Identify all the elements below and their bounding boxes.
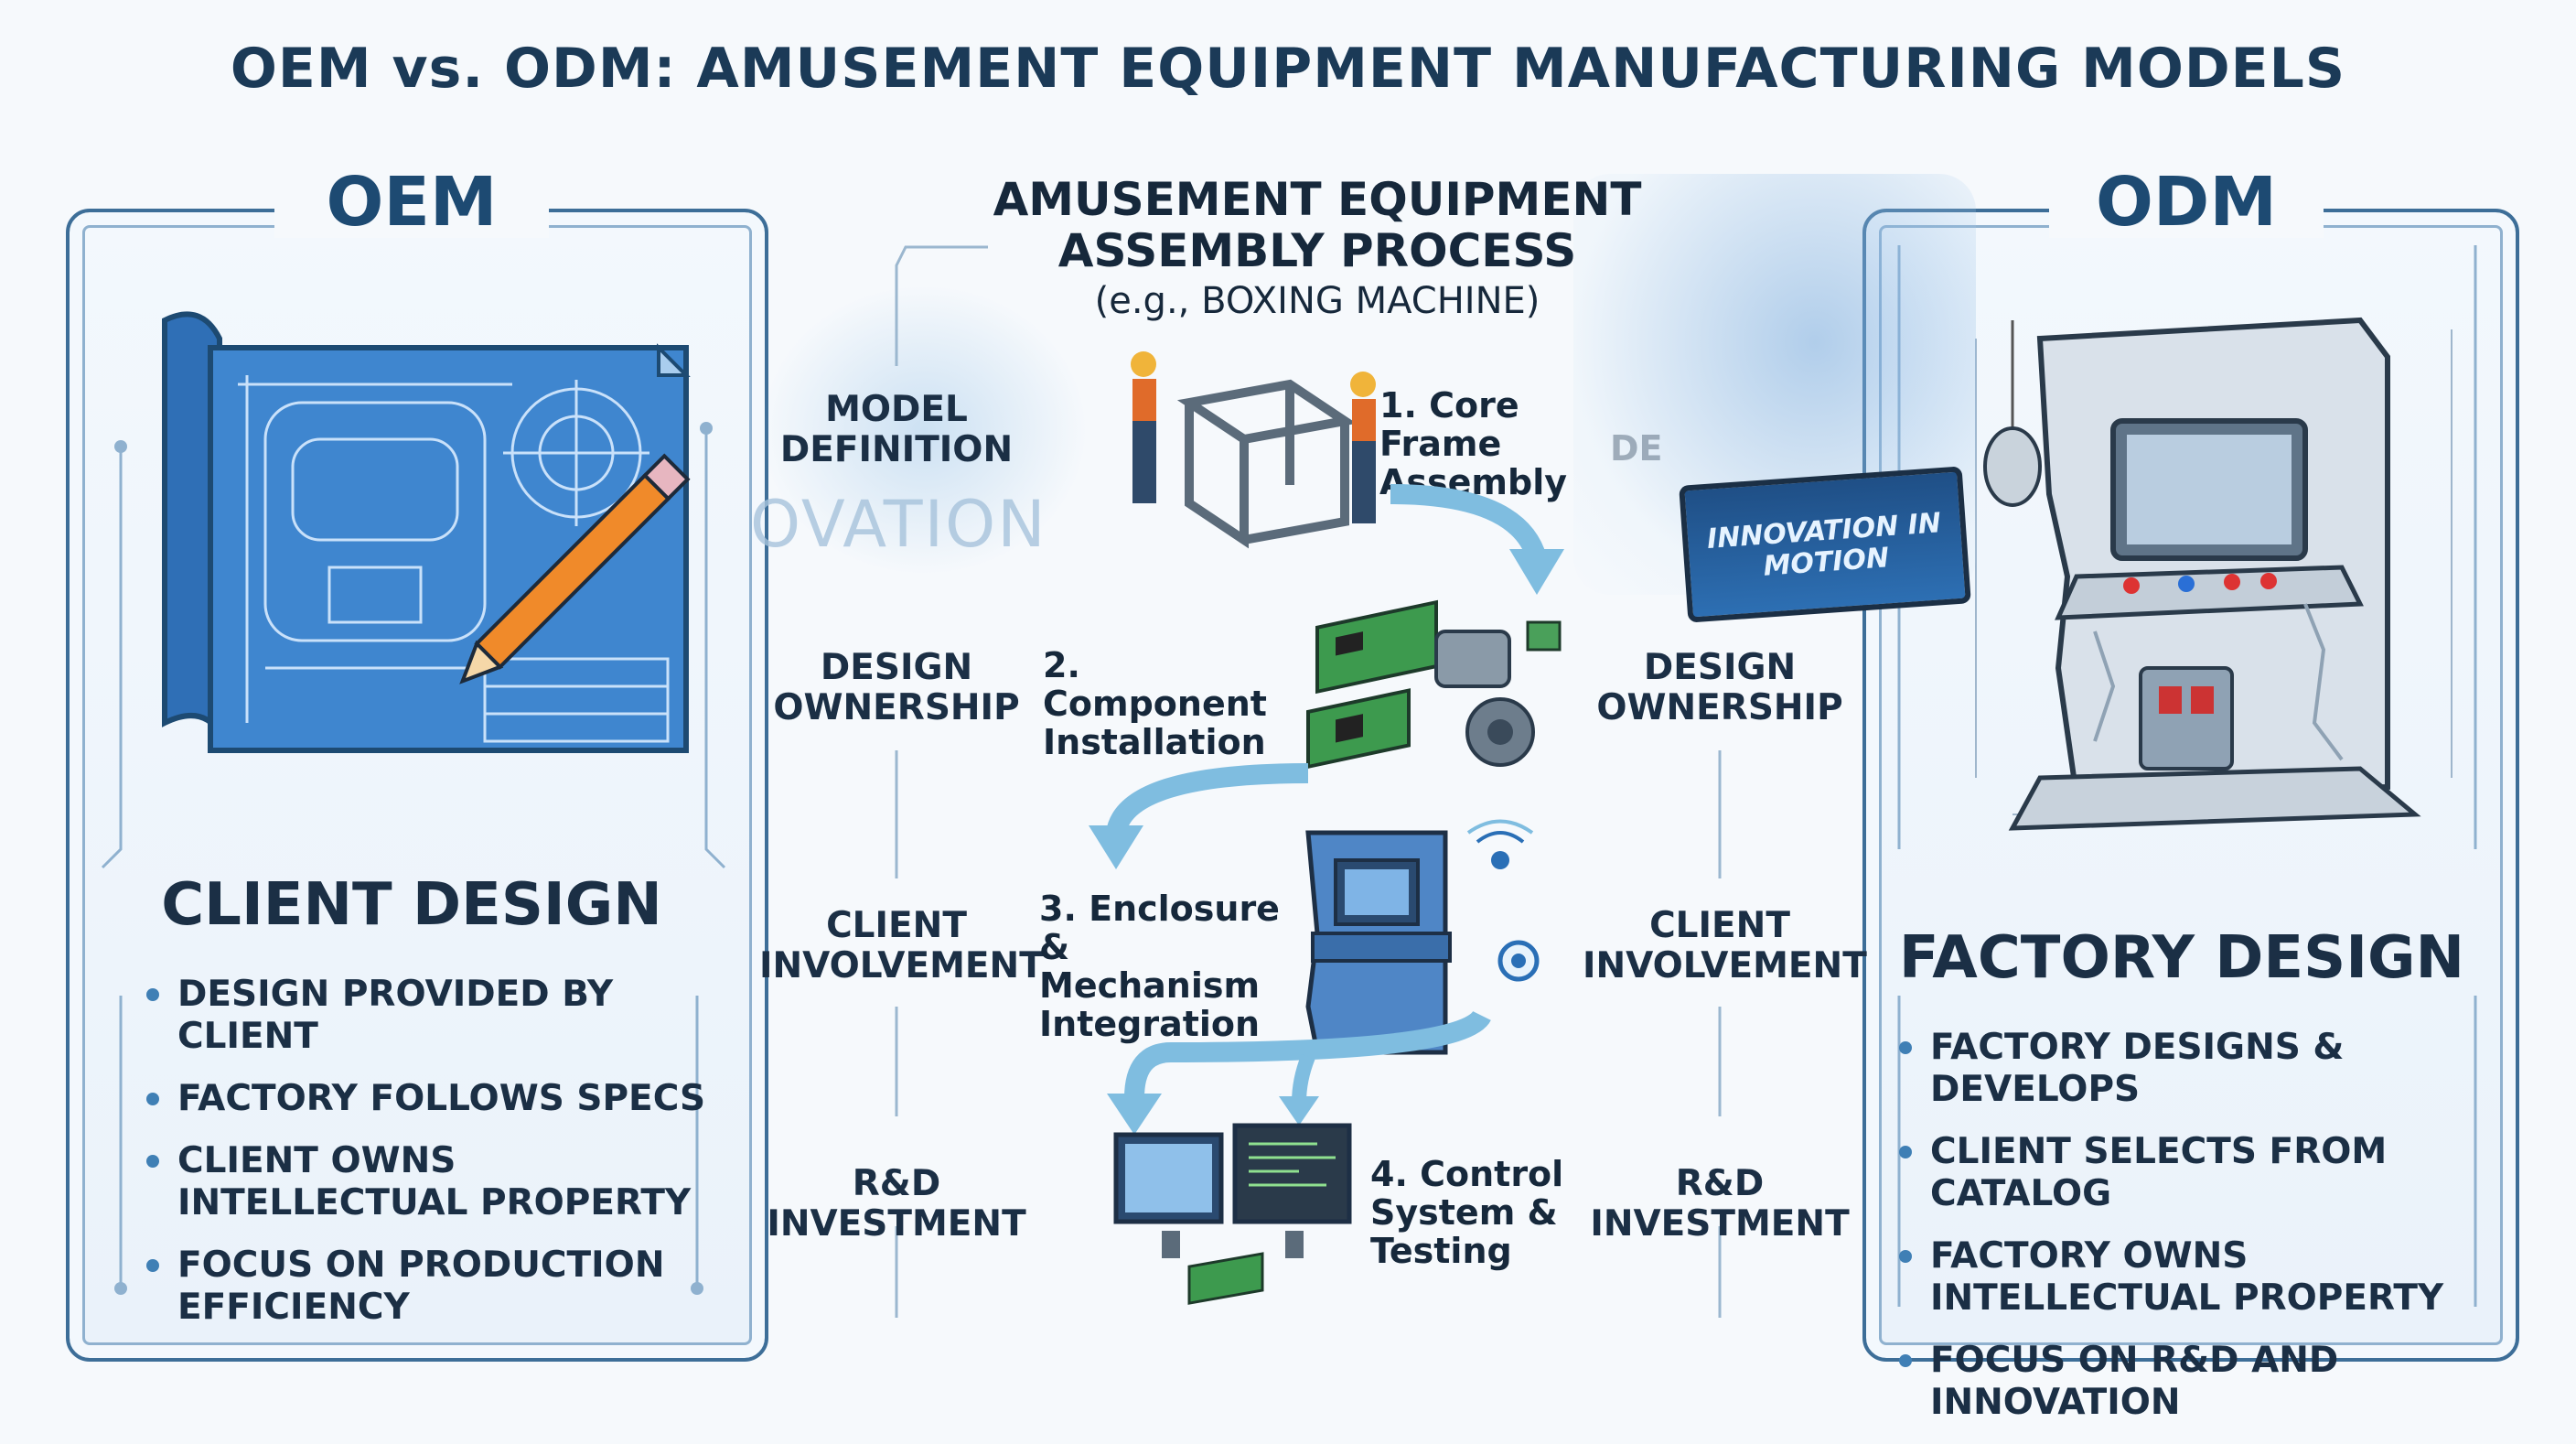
comparison-right-design-ownership: DESIGN OWNERSHIP	[1596, 647, 1843, 728]
frame-assembly-illustration	[1131, 351, 1376, 549]
page-title: OEM vs. ODM: AMUSEMENT EQUIPMENT MANUFAC…	[230, 37, 2346, 101]
odm-model-label: FACTORY DESIGN	[1898, 924, 2465, 992]
oem-circuit-traces	[101, 422, 726, 1295]
oem-model-label: CLIENT DESIGN	[161, 871, 662, 939]
flow-arrow-2	[1089, 763, 1309, 869]
oem-bullet-list: DESIGN PROVIDED BY CLIENT FACTORY FOLLOW…	[146, 974, 714, 1349]
odm-bullet: FOCUS ON R&D AND INNOVATION	[1899, 1340, 2503, 1424]
right-connector-line	[1718, 750, 1722, 1318]
faded-text-left: OVATION	[750, 487, 1047, 562]
innovation-screen-label: INNOVATION IN MOTION	[1705, 507, 1943, 583]
odm-bullet-list: FACTORY DESIGNS & DEVELOPS CLIENT SELECT…	[1899, 1027, 2503, 1444]
faded-innovation-glow	[759, 284, 1089, 577]
oem-heading: OEM	[326, 163, 498, 242]
comparison-left-model-definition: MODEL DEFINITION	[779, 389, 1014, 470]
step-2-label: 2. Component Installation	[1043, 645, 1267, 762]
comparison-right-rd-investment: R&D INVESTMENT	[1590, 1163, 1850, 1245]
flow-arrow-1	[1390, 484, 1564, 595]
odm-header-tab	[2049, 165, 2324, 238]
faded-text-right: DE	[1610, 428, 1663, 469]
step-4-label: 4. Control System & Testing	[1370, 1154, 1564, 1271]
innovation-screen: INNOVATION IN MOTION	[1679, 466, 1971, 623]
control-testing-illustration	[1113, 1123, 1352, 1305]
oem-bullet: FACTORY FOLLOWS SPECS	[146, 1078, 714, 1120]
comparison-right-client-involvement: CLIENT INVOLVEMENT	[1583, 905, 1867, 986]
oem-bullet: FOCUS ON PRODUCTION EFFICIENCY	[146, 1245, 714, 1329]
process-subtitle: (e.g., BOXING MACHINE)	[1094, 280, 1540, 322]
odm-bullet: CLIENT SELECTS FROM CATALOG	[1899, 1131, 2503, 1215]
odm-heading: ODM	[2096, 163, 2277, 242]
comparison-left-rd-investment: R&D INVESTMENT	[767, 1163, 1026, 1245]
arcade-cabinet-illustration	[1975, 317, 2453, 831]
oem-header-tab	[274, 165, 549, 238]
blueprint-illustration	[162, 311, 691, 753]
enclosure-illustration	[1305, 819, 1540, 1055]
odm-bullet: FACTORY OWNS INTELLECTUAL PROPERTY	[1899, 1235, 2503, 1320]
oem-bullet: DESIGN PROVIDED BY CLIENT	[146, 974, 714, 1058]
odm-bullet: FACTORY DESIGNS & DEVELOPS	[1899, 1027, 2503, 1111]
flow-arrow-3	[1107, 1009, 1491, 1135]
components-illustration	[1306, 599, 1562, 770]
left-connector-line	[895, 245, 988, 1318]
comparison-left-client-involvement: CLIENT INVOLVEMENT	[759, 905, 1044, 986]
process-title: AMUSEMENT EQUIPMENT ASSEMBLY PROCESS	[993, 173, 1642, 277]
comparison-left-design-ownership: DESIGN OWNERSHIP	[773, 647, 1020, 728]
step-3-label: 3. Enclosure & Mechanism Integration	[1039, 889, 1280, 1044]
oem-bullet: CLIENT OWNS INTELLECTUAL PROPERTY	[146, 1140, 714, 1224]
